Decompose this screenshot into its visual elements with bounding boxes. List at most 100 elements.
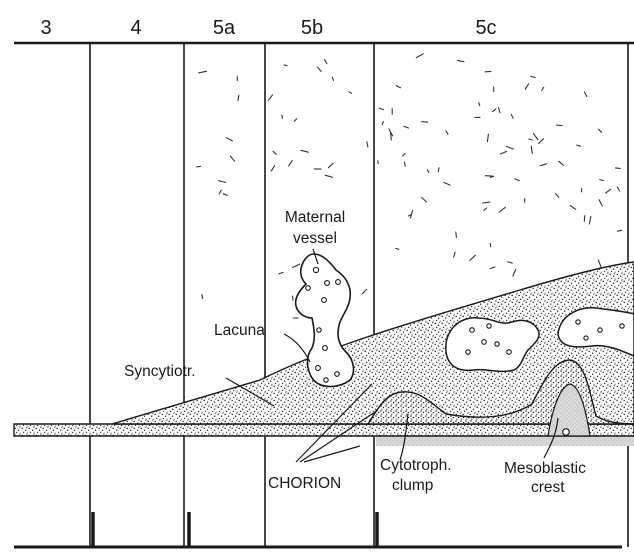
speckle bbox=[219, 190, 221, 194]
speckle bbox=[396, 248, 399, 249]
speckle bbox=[328, 163, 333, 167]
speckle bbox=[367, 142, 368, 147]
label-cytotroph-1: Cytotroph. bbox=[380, 457, 452, 474]
speckle bbox=[615, 168, 620, 169]
speckle bbox=[197, 166, 201, 167]
speckle bbox=[584, 216, 585, 222]
speckle bbox=[438, 168, 439, 172]
speckle bbox=[226, 138, 232, 141]
speckle bbox=[456, 232, 457, 238]
speckle bbox=[454, 252, 456, 257]
speckle bbox=[422, 122, 428, 123]
speckle bbox=[525, 84, 529, 90]
speckle bbox=[484, 208, 487, 210]
speckle bbox=[599, 129, 602, 132]
speckle bbox=[318, 67, 322, 71]
label-cytotroph-2: clump bbox=[392, 477, 433, 494]
speckle bbox=[223, 194, 227, 196]
speckle bbox=[271, 166, 274, 171]
speckle bbox=[199, 71, 207, 73]
speckle bbox=[499, 207, 505, 212]
speckle bbox=[515, 179, 520, 181]
speckle bbox=[599, 200, 602, 206]
stage-label-5a: 5a bbox=[213, 17, 236, 39]
stage-labels: 3 4 5a 5b 5c bbox=[40, 17, 496, 39]
speckle bbox=[618, 230, 622, 231]
speckle bbox=[501, 152, 507, 154]
label-lacuna: Lacuna bbox=[214, 322, 265, 339]
speckle bbox=[403, 154, 405, 156]
label-maternal-vessel-2: vessel bbox=[293, 230, 337, 247]
speckle bbox=[269, 95, 273, 100]
speckle bbox=[404, 126, 409, 128]
stage-label-5c: 5c bbox=[475, 17, 496, 39]
speckle bbox=[301, 150, 308, 152]
speckle bbox=[282, 115, 283, 118]
speckle bbox=[556, 194, 559, 198]
speckle bbox=[490, 243, 491, 246]
speckle bbox=[457, 60, 464, 61]
stage-label-4: 4 bbox=[130, 17, 141, 39]
speckle bbox=[483, 202, 490, 203]
speckle bbox=[279, 272, 283, 273]
label-syncytiotrophoblast: Syncytiotr. bbox=[124, 363, 196, 380]
speckle bbox=[531, 146, 532, 153]
label-mesoblastic-2: crest bbox=[531, 479, 565, 496]
speckle bbox=[490, 267, 495, 269]
speckle bbox=[508, 262, 513, 263]
scale-ticks bbox=[93, 512, 377, 547]
speckle bbox=[559, 161, 564, 165]
speckle bbox=[427, 170, 429, 173]
speckle bbox=[589, 217, 591, 224]
speckle bbox=[404, 162, 405, 166]
speckle bbox=[202, 295, 203, 299]
speckle bbox=[325, 175, 333, 177]
speckle bbox=[540, 164, 546, 166]
speckle bbox=[379, 108, 383, 110]
label-maternal-vessel-1: Maternal bbox=[285, 209, 345, 226]
speckle bbox=[533, 133, 538, 139]
speckle bbox=[498, 108, 500, 113]
speckle bbox=[416, 54, 423, 58]
speckle bbox=[531, 76, 535, 77]
speckle bbox=[324, 60, 327, 64]
speckle bbox=[584, 92, 586, 97]
speckle bbox=[542, 87, 544, 90]
speckle bbox=[382, 122, 383, 125]
speckle bbox=[577, 145, 581, 146]
speckle bbox=[493, 109, 496, 112]
speckle bbox=[487, 134, 488, 142]
stage-label-3: 3 bbox=[40, 17, 51, 39]
speckle bbox=[557, 125, 563, 126]
extraembryonic-mesoderm bbox=[376, 436, 634, 446]
speckle bbox=[218, 181, 225, 183]
speckle bbox=[513, 270, 516, 277]
speckle bbox=[273, 151, 276, 154]
speckle bbox=[511, 115, 513, 119]
speckle bbox=[293, 264, 300, 267]
speckle bbox=[422, 197, 427, 202]
speckle bbox=[606, 189, 611, 193]
speckle bbox=[230, 156, 234, 161]
speckle bbox=[444, 183, 450, 186]
label-chorion: CHORION bbox=[268, 475, 341, 492]
speckle bbox=[349, 92, 352, 94]
speckle bbox=[396, 86, 400, 88]
crest-vessel bbox=[563, 429, 570, 436]
speckle bbox=[238, 95, 239, 100]
speckle bbox=[289, 160, 293, 166]
speckle bbox=[446, 131, 448, 134]
speckle bbox=[598, 260, 601, 267]
label-mesoblastic-1: Mesoblastic bbox=[504, 460, 586, 477]
speckle bbox=[284, 65, 287, 66]
speckle bbox=[570, 206, 575, 210]
chorion-band bbox=[14, 424, 634, 436]
speckle bbox=[479, 103, 480, 106]
stage-label-5b: 5b bbox=[301, 17, 323, 39]
speckle bbox=[332, 77, 333, 80]
speckle bbox=[507, 146, 514, 149]
speckle bbox=[294, 119, 297, 122]
speckle bbox=[600, 180, 604, 181]
speckle bbox=[539, 139, 544, 144]
